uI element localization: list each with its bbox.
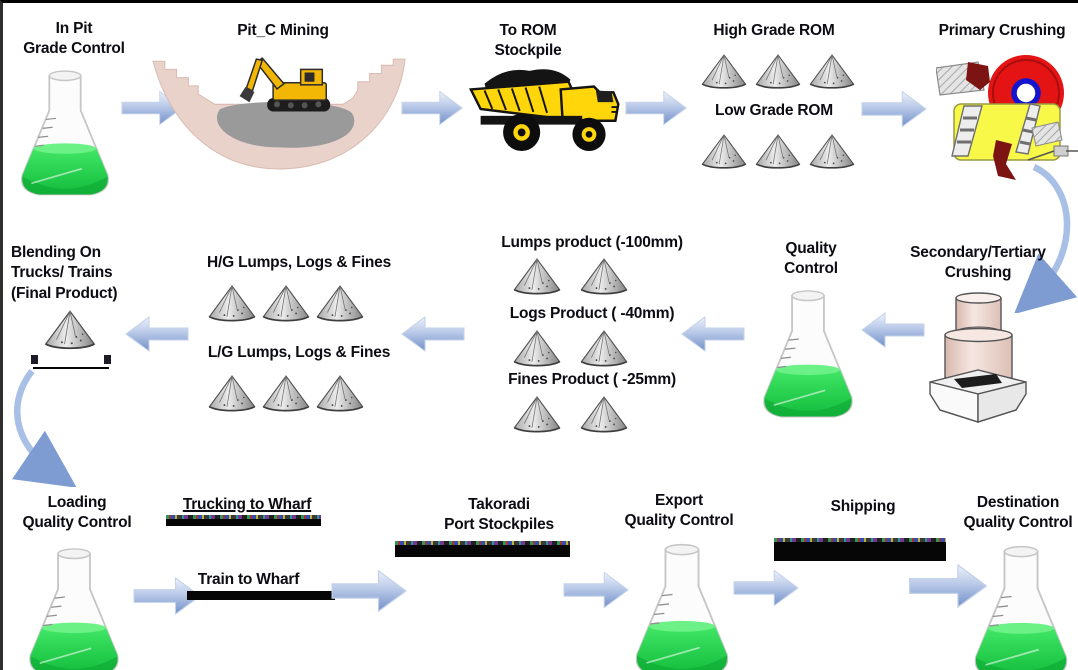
curved-flow-arrow-icon	[11, 368, 77, 487]
label-loading-quality-control: Loading Quality Control	[22, 494, 132, 532]
stockpile-cone-icon	[809, 54, 855, 89]
label-quality-control: Quality Control	[784, 240, 838, 278]
haul-truck-icon	[468, 69, 620, 151]
cone-crusher-icon	[929, 292, 1027, 423]
stockpile-cone-icon	[208, 285, 256, 322]
flow-arrow-right-icon	[861, 90, 927, 128]
label-pit-c-mining: Pit_C Mining	[237, 22, 329, 39]
label-lg-lumps-logs-fines: L/G Lumps, Logs & Fines	[207, 344, 391, 361]
label-fines-product: Fines Product ( -25mm)	[508, 371, 676, 388]
flow-arrow-left-icon	[401, 316, 465, 352]
stockpile-cone-icon	[513, 330, 561, 367]
flow-arrow-right-icon	[401, 91, 463, 125]
flask-icon	[635, 543, 729, 670]
flow-arrow-left-icon	[125, 316, 189, 352]
stockpile-cone-icon	[701, 134, 747, 169]
corrupted-trucking-image	[166, 515, 321, 526]
label-lumps-product: Lumps product (-100mm)	[501, 234, 683, 251]
label-secondary-tertiary-crushing: Secondary/Tertiary Crushing	[910, 244, 1046, 282]
label-export-quality-control: Export Quality Control	[624, 492, 734, 530]
stockpile-cone-icon	[580, 258, 628, 295]
jaw-crusher-icon	[936, 55, 1078, 180]
label-low-grade-rom: Low Grade ROM	[715, 102, 833, 119]
flask-icon	[21, 70, 109, 196]
label-destination-quality-control: Destination Quality Control	[963, 494, 1073, 532]
corrupted-train-image	[187, 591, 335, 600]
label-trucking-to-wharf: Trucking to Wharf	[182, 496, 312, 513]
stockpile-cone-icon	[755, 134, 801, 169]
flask-icon	[763, 290, 853, 418]
curved-flow-arrow-icon	[1013, 164, 1078, 313]
label-train-to-wharf: Train to Wharf	[197, 571, 300, 588]
stockpile-cone-icon	[580, 330, 628, 367]
stockpile-cone-icon	[755, 54, 801, 89]
label-logs-product: Logs Product ( -40mm)	[509, 305, 675, 322]
flow-arrow-right-icon	[331, 570, 407, 612]
label-primary-crushing: Primary Crushing	[938, 22, 1066, 39]
stockpile-cone-icon	[580, 396, 628, 433]
stockpile-cone-icon	[316, 375, 364, 412]
flow-arrow-left-icon	[861, 312, 925, 348]
stockpile-cone-icon	[701, 54, 747, 89]
label-shipping: Shipping	[830, 498, 896, 515]
label-hg-lumps-logs-fines: H/G Lumps, Logs & Fines	[207, 254, 391, 271]
label-takoradi-port-stockpiles: Takoradi Port Stockpiles	[444, 496, 554, 534]
corrupted-stockpiles-image	[395, 541, 570, 557]
flask-icon	[29, 548, 119, 670]
stockpile-cone-icon	[262, 285, 310, 322]
corrupted-ship-image	[774, 538, 946, 561]
flow-arrow-right-icon	[563, 571, 629, 609]
label-blending-final-product: Blending On Trucks/ Trains (Final Produc…	[11, 244, 118, 302]
label-high-grade-rom: High Grade ROM	[713, 22, 835, 39]
excavator-in-pit-icon	[152, 57, 406, 170]
corrupted-train-image	[31, 355, 111, 369]
stockpile-cone-icon	[208, 375, 256, 412]
flow-arrow-right-icon	[625, 91, 687, 125]
stockpile-cone-icon	[513, 396, 561, 433]
flask-icon	[974, 545, 1068, 670]
label-in-pit-grade-control: In Pit Grade Control	[23, 20, 125, 58]
stockpile-cone-icon	[262, 375, 310, 412]
label-to-rom-stockpile: To ROM Stockpile	[494, 22, 562, 60]
stockpile-cone-icon	[44, 310, 96, 350]
flow-arrow-right-icon	[733, 569, 799, 607]
stockpile-cone-icon	[809, 134, 855, 169]
stockpile-cone-icon	[513, 258, 561, 295]
stockpile-cone-icon	[316, 285, 364, 322]
